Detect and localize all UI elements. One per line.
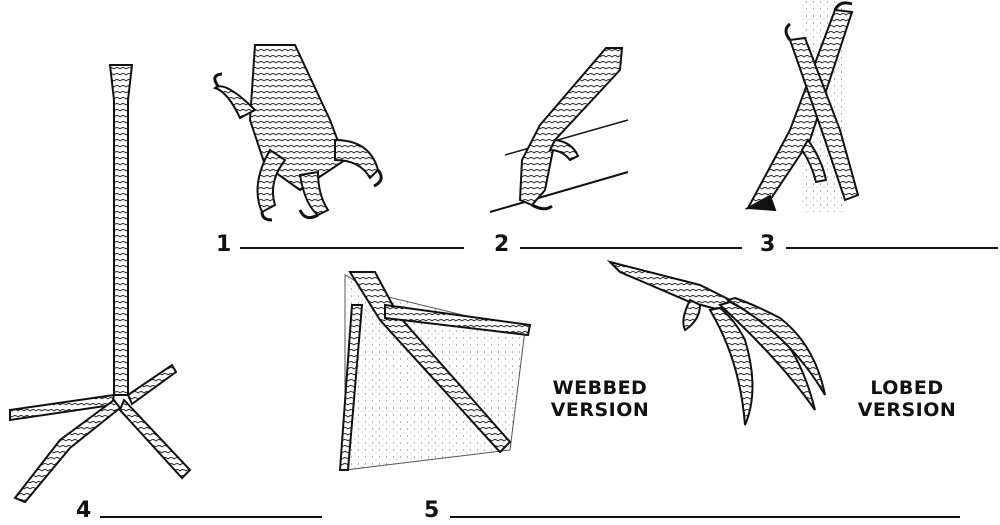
zygodactyl-climbing-foot-icon bbox=[748, 0, 858, 212]
wading-foot-icon bbox=[10, 65, 190, 502]
figure-number: 1 bbox=[216, 234, 231, 256]
answer-line-1[interactable] bbox=[240, 247, 464, 249]
figure-number: 4 bbox=[76, 500, 91, 522]
figure-number: 5 bbox=[424, 500, 439, 522]
webbed-version-caption: WEBBED VERSION bbox=[540, 377, 660, 421]
answer-line-3[interactable] bbox=[786, 247, 998, 249]
webbed-foot-icon bbox=[340, 272, 530, 470]
answer-line-2[interactable] bbox=[520, 247, 742, 249]
answer-line-4[interactable] bbox=[100, 516, 322, 518]
perching-foot-icon bbox=[490, 48, 628, 212]
lobed-version-caption: LOBED VERSION bbox=[852, 377, 962, 421]
raptor-talon-foot-icon bbox=[215, 45, 381, 220]
figure-number: 2 bbox=[494, 234, 509, 256]
figure-number: 3 bbox=[760, 234, 775, 256]
answer-line-5[interactable] bbox=[450, 516, 960, 518]
